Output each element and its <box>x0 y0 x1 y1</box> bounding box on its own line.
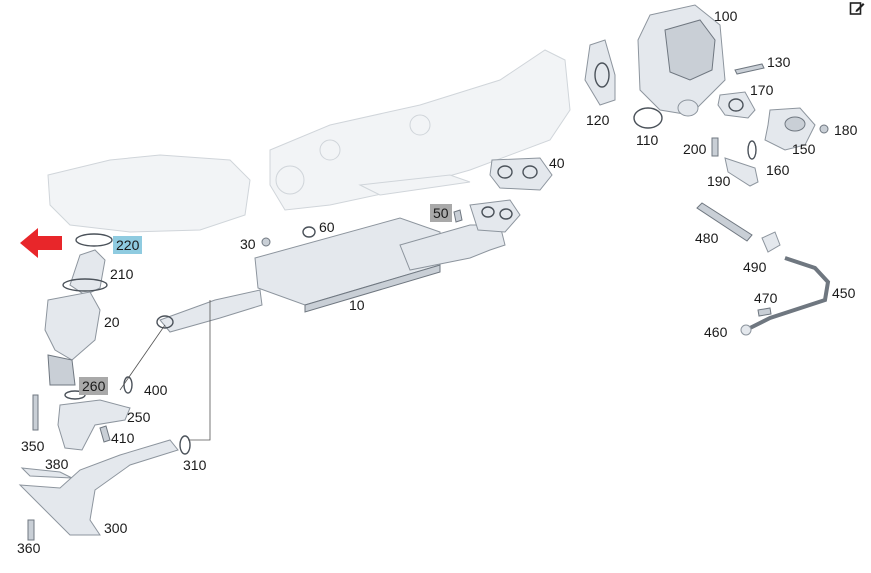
label-450[interactable]: 450 <box>832 285 856 301</box>
label-150[interactable]: 150 <box>792 141 816 157</box>
part-470-bolt <box>757 307 772 317</box>
part-60-ring <box>302 226 316 238</box>
part-50-bolt <box>453 209 463 223</box>
part-40-gasket <box>489 157 553 191</box>
part-460-fitting <box>740 324 752 336</box>
label-360[interactable]: 360 <box>17 540 41 556</box>
part-300-pipe <box>18 439 179 536</box>
part-10-egr-cooler <box>156 199 521 333</box>
label-250[interactable]: 250 <box>127 409 151 425</box>
label-30[interactable]: 30 <box>240 236 256 252</box>
part-250-pipe <box>57 399 131 451</box>
label-20[interactable]: 20 <box>104 314 120 330</box>
part-170-gasket <box>717 91 756 119</box>
label-10[interactable]: 10 <box>349 297 365 313</box>
part-130-bolt <box>734 63 765 75</box>
part-410-bolt <box>99 425 111 443</box>
label-130[interactable]: 130 <box>767 54 791 70</box>
part-180-plug <box>819 124 829 134</box>
label-160[interactable]: 160 <box>766 162 790 178</box>
part-360-bolt <box>27 519 35 541</box>
part-120-gasket <box>584 39 616 106</box>
label-260[interactable]: 260 <box>79 377 109 395</box>
label-60[interactable]: 60 <box>319 219 335 235</box>
label-300[interactable]: 300 <box>104 520 128 536</box>
label-120[interactable]: 120 <box>586 112 610 128</box>
label-200[interactable]: 200 <box>683 141 707 157</box>
label-490[interactable]: 490 <box>743 259 767 275</box>
part-450-pipe <box>749 256 831 330</box>
part-30-bolt <box>261 237 271 247</box>
part-20-egr-valve <box>44 291 101 386</box>
label-190[interactable]: 190 <box>707 173 731 189</box>
label-40[interactable]: 40 <box>549 155 565 171</box>
part-160-ring <box>747 140 757 160</box>
label-480[interactable]: 480 <box>695 230 719 246</box>
part-110-o-ring <box>633 107 663 129</box>
part-220-gasket <box>75 233 113 247</box>
label-210[interactable]: 210 <box>110 266 134 282</box>
label-470[interactable]: 470 <box>754 290 778 306</box>
label-350[interactable]: 350 <box>21 438 45 454</box>
part-210-housing <box>69 249 106 296</box>
label-180[interactable]: 180 <box>834 122 858 138</box>
part-200-bolt <box>711 137 719 157</box>
part-260-ring <box>64 390 86 400</box>
label-220[interactable]: 220 <box>113 236 143 254</box>
leader-lines <box>119 300 211 441</box>
part-400-ring <box>123 376 133 394</box>
label-400[interactable]: 400 <box>144 382 168 398</box>
part-190-bracket <box>724 157 759 187</box>
label-410[interactable]: 410 <box>111 430 135 446</box>
label-50[interactable]: 50 <box>430 204 452 222</box>
label-100[interactable]: 100 <box>714 8 738 24</box>
label-110[interactable]: 110 <box>636 132 659 148</box>
part-310-ring <box>179 435 191 455</box>
label-380[interactable]: 380 <box>45 456 69 472</box>
part-490-clamp <box>761 231 781 253</box>
label-460[interactable]: 460 <box>704 324 728 340</box>
intake-manifold <box>47 49 571 233</box>
part-480-hose <box>696 202 753 242</box>
part-350-bolt <box>32 394 39 431</box>
label-170[interactable]: 170 <box>750 82 774 98</box>
selection-marker-arrow <box>20 228 62 258</box>
label-310[interactable]: 310 <box>183 457 207 473</box>
part-100-valve-housing <box>637 4 726 117</box>
edit-icon[interactable] <box>849 0 867 18</box>
